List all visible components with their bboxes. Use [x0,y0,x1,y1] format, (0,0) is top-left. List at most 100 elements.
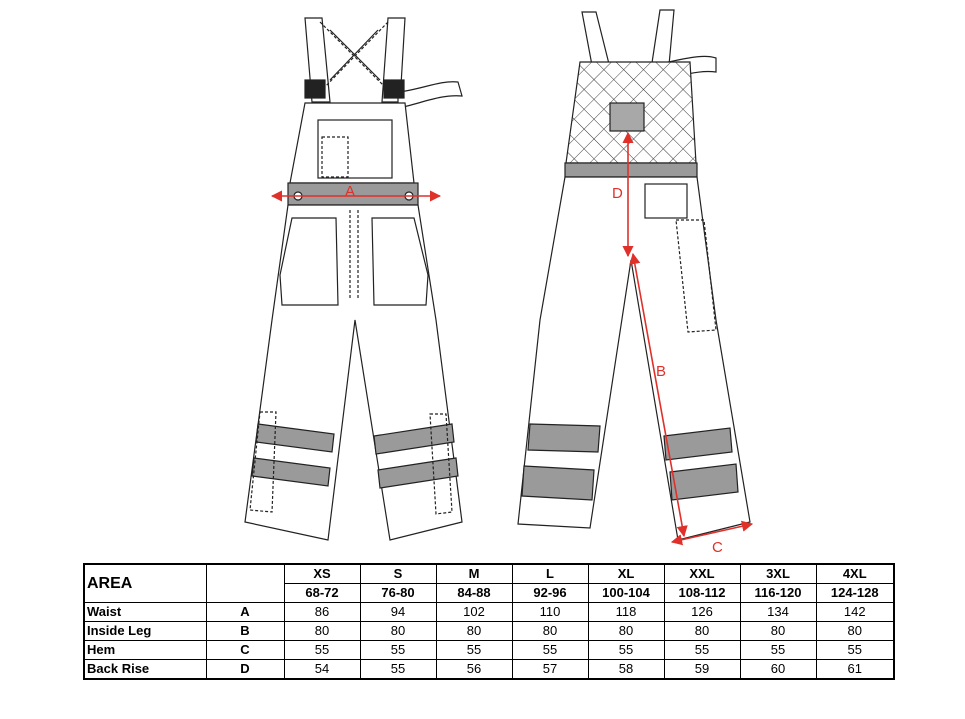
back-rule-pocket [644,183,688,219]
front-strap-cross [319,21,391,93]
table-size-cell: M [435,563,513,584]
table-cell: 55 [815,640,895,660]
table-row: Hem C 55 55 55 55 55 55 55 55 [83,640,895,660]
table-cell: 134 [739,602,817,622]
back-view [517,9,751,541]
table-cell: 58 [587,659,665,680]
front-bib-pocket [317,119,393,179]
table-cell: 80 [587,621,665,641]
front-left-pocket [279,217,339,306]
table-range-cell: 116-120 [739,583,817,603]
table-size-cell: S [359,563,437,584]
table-cell: 55 [663,640,741,660]
front-right-knee-pocket [429,413,453,515]
table-cell: 80 [663,621,741,641]
table-range-cell: 108-112 [663,583,741,603]
front-left-knee-pocket [249,411,277,513]
table-size-cell: L [511,563,589,584]
table-size-cell: XS [283,563,361,584]
table-row-code: C [205,640,285,660]
front-left-buckle [304,79,326,99]
table-cell: 55 [359,640,437,660]
front-right-band-lower [377,457,459,489]
table-range-cell: 76-80 [359,583,437,603]
size-chart-table: AREA XS S M L XL XXL 3XL 4XL 68-72 76-80… [83,563,895,680]
front-right-pocket [371,217,429,306]
table-cell: 80 [511,621,589,641]
measure-c-line [670,520,754,546]
table-row-name: Hem [83,640,207,660]
table-row-code: D [205,659,285,680]
table-cell: 80 [815,621,895,641]
table-range-cell: 84-88 [435,583,513,603]
front-right-band-upper [373,423,455,455]
measure-b-line [629,252,688,538]
table-cell: 56 [435,659,513,680]
table-area-header: AREA [83,563,207,603]
table-range-cell: 124-128 [815,583,895,603]
front-loose-strap [397,81,463,109]
measure-c: C [670,520,754,556]
back-badge [609,102,645,132]
table-cell: 126 [663,602,741,622]
table-size-cell: 4XL [815,563,895,584]
front-fly [349,210,359,300]
table-cell: 80 [435,621,513,641]
table-size-cell: XL [587,563,665,584]
measure-a: A [270,183,442,202]
table-range-cell: 92-96 [511,583,589,603]
table-cell: 55 [435,640,513,660]
table-cell: 57 [511,659,589,680]
back-left-band-upper [527,423,601,453]
table-cell: 55 [283,640,361,660]
table-size-cell: 3XL [739,563,817,584]
measure-d: D [612,131,634,258]
front-strap-cross-inner [329,29,381,81]
front-view [244,17,463,541]
table-range-row: 68-72 76-80 84-88 92-96 100-104 108-112 … [84,583,895,603]
table-row: Inside Leg B 80 80 80 80 80 80 80 80 [83,621,895,641]
table-row-code: A [205,602,285,622]
table-size-row: AREA XS S M L XL XXL 3XL 4XL [83,563,895,603]
front-bib [289,102,415,184]
overalls-diagram: A D B C [244,9,754,556]
measure-c-label: C [712,539,723,556]
front-bib-pocket-small [321,136,349,178]
table-row-name: Inside Leg [83,621,207,641]
table-cell: 86 [283,602,361,622]
table-row-name: Waist [83,602,207,622]
table-cell: 55 [359,659,437,680]
table-row-name: Back Rise [83,659,207,680]
table-cell: 55 [739,640,817,660]
front-left-band-lower [251,457,331,487]
table-range-cell: 100-104 [587,583,665,603]
table-cell: 142 [815,602,895,622]
front-right-buckle [383,79,405,99]
table-cell: 55 [511,640,589,660]
measure-b-label: B [656,363,666,380]
measure-d-label: D [612,185,623,202]
table-cell: 110 [511,602,589,622]
back-left-band-lower [521,465,595,501]
table-row-code: B [205,621,285,641]
table-cell: 59 [663,659,741,680]
table-cell: 60 [739,659,817,680]
front-trousers [244,204,463,541]
back-waist-band [564,162,698,178]
table-size-cell: XXL [663,563,741,584]
table-row: Waist A 86 94 102 110 118 126 134 142 [83,602,895,622]
table-range-cell: 68-72 [283,583,361,603]
table-cell: 80 [283,621,361,641]
table-code-header [205,563,285,603]
table-cell: 118 [587,602,665,622]
measure-b: B [629,252,688,538]
table-cell: 94 [359,602,437,622]
table-row: Back Rise D 54 55 56 57 58 59 60 61 [83,659,895,680]
table-cell: 61 [815,659,895,680]
table-cell: 102 [435,602,513,622]
table-cell: 80 [739,621,817,641]
table-cell: 80 [359,621,437,641]
measure-a-label: A [345,183,355,200]
table-cell: 54 [283,659,361,680]
table-cell: 55 [587,640,665,660]
